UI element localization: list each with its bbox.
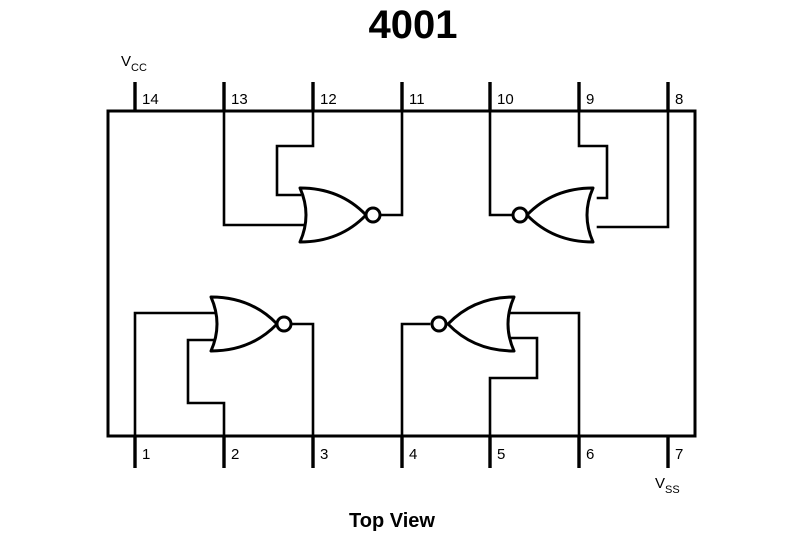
pin-6-label: 6	[586, 446, 594, 463]
nor-gate-a	[222, 109, 404, 244]
nor-gate-b	[488, 109, 670, 244]
pin-1-label: 1	[142, 446, 150, 463]
pin-9-label: 9	[586, 91, 594, 108]
pin-8-label: 8	[675, 91, 683, 108]
pin-12-label: 12	[320, 91, 337, 108]
pin-7-label: 7	[675, 446, 683, 463]
pin-14-label: 14	[142, 91, 159, 108]
pin-13-label: 13	[231, 91, 248, 108]
nor-gate-d	[400, 295, 581, 438]
chip-title: 4001	[369, 3, 458, 47]
pin-3-label: 3	[320, 446, 328, 463]
pin-10-label: 10	[497, 91, 514, 108]
nor-gate-c	[133, 295, 315, 438]
vcc-label: VCC	[121, 53, 147, 74]
pin-5-label: 5	[497, 446, 505, 463]
pin-2-label: 2	[231, 446, 239, 463]
view-caption: Top View	[349, 510, 435, 532]
vss-label: VSS	[655, 475, 680, 496]
pin-4-label: 4	[409, 446, 417, 463]
pin-11-label: 11	[409, 91, 425, 108]
